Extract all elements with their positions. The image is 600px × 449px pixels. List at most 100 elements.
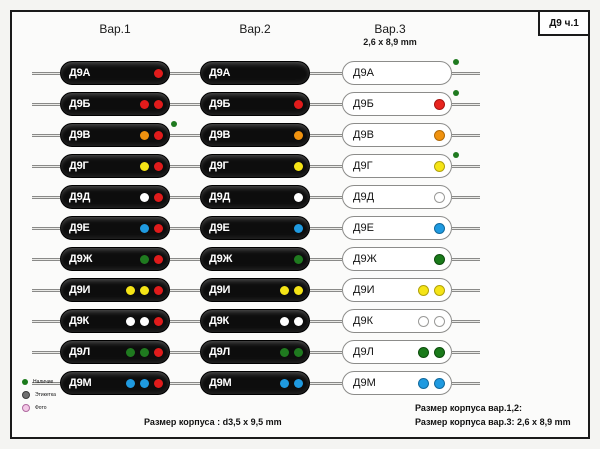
component-body[interactable]: Д9Д [60,185,170,209]
color-band-blue [126,378,135,388]
color-band-blue [418,377,429,389]
component-label: Д9Е [209,222,230,234]
column-header-var3: Вар.3 2,6 x 8,9 mm [330,22,450,47]
component-body[interactable]: Д9Ж [342,247,452,271]
component-body[interactable]: Д9М [60,371,170,395]
component-body[interactable]: Д9А [200,61,310,85]
color-band-green [434,346,445,358]
component-body[interactable]: Д9А [342,61,452,85]
component-body[interactable]: Д9Е [60,216,170,240]
lead-wire-left [172,258,200,261]
component-body[interactable]: Д9К [60,309,170,333]
component-body[interactable]: Д9Е [342,216,452,240]
component-body[interactable]: Д9Л [60,340,170,364]
component-label: Д9Л [69,346,91,358]
lead-wire-right [452,258,480,261]
color-band-group [294,248,303,270]
component-row[interactable]: Д9Л [170,337,340,368]
lead-wire-left [314,196,342,199]
lead-wire-left [314,103,342,106]
component-body[interactable]: Д9Б [200,92,310,116]
component-row[interactable]: Д9Б [312,89,482,120]
component-body[interactable]: Д9Б [342,92,452,116]
color-band-group [294,124,303,146]
color-band-red [154,130,163,140]
component-body[interactable]: Д9Л [342,340,452,364]
column-header-var2: Вар.2 [200,22,310,37]
component-row[interactable]: Д9М [170,368,340,399]
lead-wire-left [314,227,342,230]
component-body[interactable]: Д9И [60,278,170,302]
component-body[interactable]: Д9А [60,61,170,85]
color-band-group [434,93,445,115]
label-dot-icon [22,390,30,399]
color-band-red [154,223,163,233]
component-label: Д9Д [353,191,375,203]
column-title: Вар.1 [99,22,131,36]
component-row[interactable]: Д9Д [312,182,482,213]
color-band-group [140,124,163,146]
component-body[interactable]: Д9К [342,309,452,333]
component-body[interactable]: Д9Д [342,185,452,209]
component-row[interactable]: Д9А [312,58,482,89]
color-band-blue [140,223,149,233]
component-row[interactable]: Д9В [170,120,340,151]
component-body[interactable]: Д9Ж [200,247,310,271]
component-body[interactable]: Д9Л [200,340,310,364]
component-body[interactable]: Д9Б [60,92,170,116]
lead-wire-left [172,72,200,75]
color-band-green [140,347,149,357]
lead-wire-left [172,227,200,230]
availability-dot-icon [171,121,177,127]
component-row[interactable]: Д9Ж [312,244,482,275]
component-row[interactable]: Д9К [30,306,200,337]
component-body[interactable]: Д9В [200,123,310,147]
color-band-blue [294,223,303,233]
component-row[interactable]: Д9М [312,368,482,399]
lead-wire-left [32,382,60,385]
component-row[interactable]: Д9Д [30,182,200,213]
component-row[interactable]: Д9Б [170,89,340,120]
component-row[interactable]: Д9Г [30,151,200,182]
component-row[interactable]: Д9Е [312,213,482,244]
component-row[interactable]: Д9И [312,275,482,306]
lead-wire-left [32,351,60,354]
component-body[interactable]: Д9М [342,371,452,395]
component-body[interactable]: Д9Г [200,154,310,178]
component-row[interactable]: Д9И [30,275,200,306]
lead-wire-left [172,382,200,385]
legend-item: Этикетка [22,389,56,400]
column-subtitle: 2,6 x 8,9 mm [363,37,417,47]
component-body[interactable]: Д9Г [60,154,170,178]
component-row[interactable]: Д9Л [30,337,200,368]
component-row[interactable]: Д9Ж [30,244,200,275]
component-body[interactable]: Д9К [200,309,310,333]
component-body[interactable]: Д9В [342,123,452,147]
component-row[interactable]: Д9В [312,120,482,151]
component-body[interactable]: Д9Д [200,185,310,209]
component-body[interactable]: Д9Ж [60,247,170,271]
component-body[interactable]: Д9Е [200,216,310,240]
component-row[interactable]: Д9К [312,306,482,337]
note-body-size-right-2: Размер корпуса вар.3: 2,6 x 8,9 mm [415,417,571,427]
component-row[interactable]: Д9Е [170,213,340,244]
component-body[interactable]: Д9И [342,278,452,302]
color-band-orange [140,130,149,140]
component-row[interactable]: Д9Г [312,151,482,182]
color-band-yellow [126,285,135,295]
color-band-group [140,217,163,239]
component-row[interactable]: Д9И [170,275,340,306]
component-label: Д9К [69,315,90,327]
color-band-blue [434,222,445,234]
component-body[interactable]: Д9И [200,278,310,302]
lead-wire-left [32,72,60,75]
component-body[interactable]: Д9Г [342,154,452,178]
note-body-size-right-1: Размер корпуса вар.1,2: [415,403,523,413]
component-label: Д9Д [209,191,231,203]
color-band-yellow [280,285,289,295]
component-body[interactable]: Д9М [200,371,310,395]
component-body[interactable]: Д9В [60,123,170,147]
component-row[interactable]: Д9Л [312,337,482,368]
color-band-red [434,98,445,110]
